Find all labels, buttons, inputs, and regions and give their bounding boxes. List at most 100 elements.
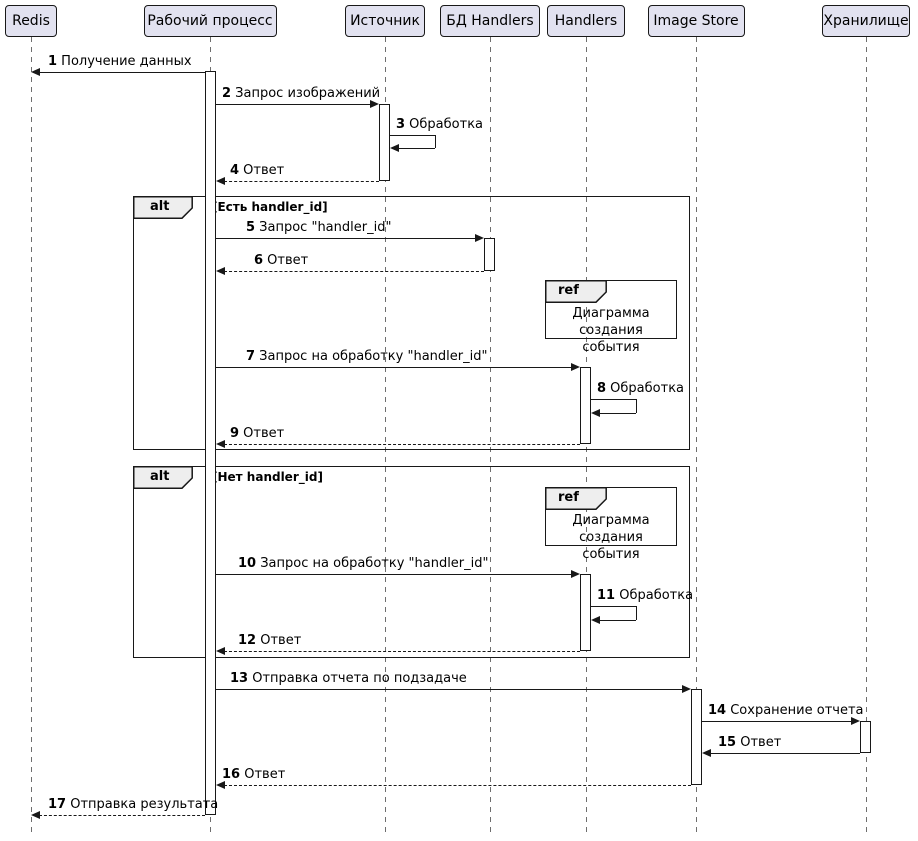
ref-frame-label-pentagon xyxy=(545,280,607,303)
message-label: 10 Запрос на обработку "handler_id" xyxy=(238,556,489,571)
arrowhead-left-icon xyxy=(390,144,399,152)
lifeline xyxy=(385,37,386,835)
arrowhead-left-icon xyxy=(216,440,225,448)
participant-label: Image Store xyxy=(653,13,739,29)
self-message-bottom-line xyxy=(399,148,435,149)
ref-frame-text: Диаграмма создания события xyxy=(572,306,650,355)
message-number: 8 xyxy=(597,381,607,396)
alt-frame-condition: [Нет handler_id] xyxy=(212,470,323,484)
alt-frame-condition: [Есть handler_id] xyxy=(212,200,328,214)
message-label: 7 Запрос на обработку "handler_id" xyxy=(246,349,488,364)
message-line xyxy=(224,651,580,652)
activation-bar xyxy=(379,104,390,181)
activation-bar xyxy=(484,238,495,271)
self-message-top-line xyxy=(591,399,636,400)
arrowhead-right-icon xyxy=(571,363,580,371)
message-number: 13 xyxy=(230,671,249,686)
message-line xyxy=(39,815,205,816)
message-line xyxy=(710,753,860,754)
arrowhead-left-icon xyxy=(702,749,711,757)
message-label: 1 Получение данных xyxy=(48,54,192,69)
message-line xyxy=(39,72,205,73)
self-message-bottom-line xyxy=(600,620,636,621)
participant-label: Рабочий процесс xyxy=(147,13,273,29)
message-number: 3 xyxy=(396,117,406,132)
message-line xyxy=(216,104,371,105)
message-line xyxy=(216,689,683,690)
message-line xyxy=(216,574,572,575)
message-label: 5 Запрос "handler_id" xyxy=(246,220,392,235)
message-number: 16 xyxy=(222,767,241,782)
lifeline xyxy=(31,37,32,835)
arrowhead-left-icon xyxy=(216,177,225,185)
self-message-top-line xyxy=(591,606,636,607)
arrowhead-right-icon xyxy=(571,570,580,578)
message-line xyxy=(224,444,580,445)
participant-label: Источник xyxy=(350,13,420,29)
arrowhead-right-icon xyxy=(682,685,691,693)
message-number: 10 xyxy=(238,556,257,571)
self-message-side-line xyxy=(435,135,436,148)
arrowhead-right-icon xyxy=(851,717,860,725)
activation-bar xyxy=(580,367,591,444)
participant-box: Хранилище xyxy=(822,5,910,37)
alt-frame-label: alt xyxy=(150,469,170,484)
ref-frame xyxy=(545,487,677,546)
ref-frame-label: ref xyxy=(558,490,579,505)
message-number: 12 xyxy=(238,633,257,648)
arrowhead-left-icon xyxy=(31,811,40,819)
message-label: 17 Отправка результата xyxy=(48,797,219,812)
arrowhead-right-icon xyxy=(475,234,484,242)
message-label: 6 Ответ xyxy=(254,253,309,268)
participant-box: Рабочий процесс xyxy=(143,5,277,37)
arrowhead-left-icon xyxy=(591,616,600,624)
message-label: 16 Ответ xyxy=(222,767,286,782)
message-label: 2 Запрос изображений xyxy=(222,86,381,101)
message-number: 14 xyxy=(708,703,727,718)
arrowhead-left-icon xyxy=(216,267,225,275)
alt-frame xyxy=(133,196,690,450)
message-label: 14 Сохранение отчета xyxy=(708,703,864,718)
lifeline xyxy=(866,37,867,835)
message-line xyxy=(224,181,379,182)
ref-frame xyxy=(545,280,677,339)
message-label: 8 Обработка xyxy=(597,381,685,396)
message-label: 4 Ответ xyxy=(230,163,285,178)
alt-frame xyxy=(133,466,690,658)
message-label: 15 Ответ xyxy=(718,735,782,750)
message-number: 7 xyxy=(246,349,256,364)
message-number: 1 xyxy=(48,54,58,69)
activation-bar xyxy=(580,574,591,651)
message-number: 4 xyxy=(230,163,240,178)
arrowhead-right-icon xyxy=(370,100,379,108)
self-message-side-line xyxy=(636,399,637,413)
ref-frame-label-pentagon xyxy=(545,487,607,510)
self-message-bottom-line xyxy=(600,413,636,414)
participant-box: Redis xyxy=(5,5,57,37)
arrowhead-left-icon xyxy=(216,781,225,789)
participant-label: Хранилище xyxy=(823,13,909,29)
participant-box: Handlers xyxy=(547,5,625,37)
participant-label: БД Handlers xyxy=(446,13,534,29)
arrowhead-left-icon xyxy=(31,68,40,76)
self-message-side-line xyxy=(636,606,637,620)
message-label: 11 Обработка xyxy=(597,588,694,603)
participant-label: Redis xyxy=(12,13,50,29)
message-line xyxy=(224,785,691,786)
message-line xyxy=(702,721,852,722)
message-label: 9 Ответ xyxy=(230,426,285,441)
message-label: 3 Обработка xyxy=(396,117,484,132)
message-number: 15 xyxy=(718,735,737,750)
arrowhead-left-icon xyxy=(591,409,600,417)
message-number: 17 xyxy=(48,797,67,812)
ref-frame-text: Диаграмма создания события xyxy=(572,513,650,562)
arrowhead-left-icon xyxy=(216,647,225,655)
alt-frame-label-pentagon xyxy=(133,466,193,489)
message-label: 13 Отправка отчета по подзадаче xyxy=(230,671,467,686)
participant-box: Источник xyxy=(345,5,425,37)
alt-frame-label: alt xyxy=(150,199,170,214)
alt-frame-label-pentagon xyxy=(133,196,193,219)
participant-box: БД Handlers xyxy=(440,5,540,37)
activation-bar xyxy=(691,689,702,785)
